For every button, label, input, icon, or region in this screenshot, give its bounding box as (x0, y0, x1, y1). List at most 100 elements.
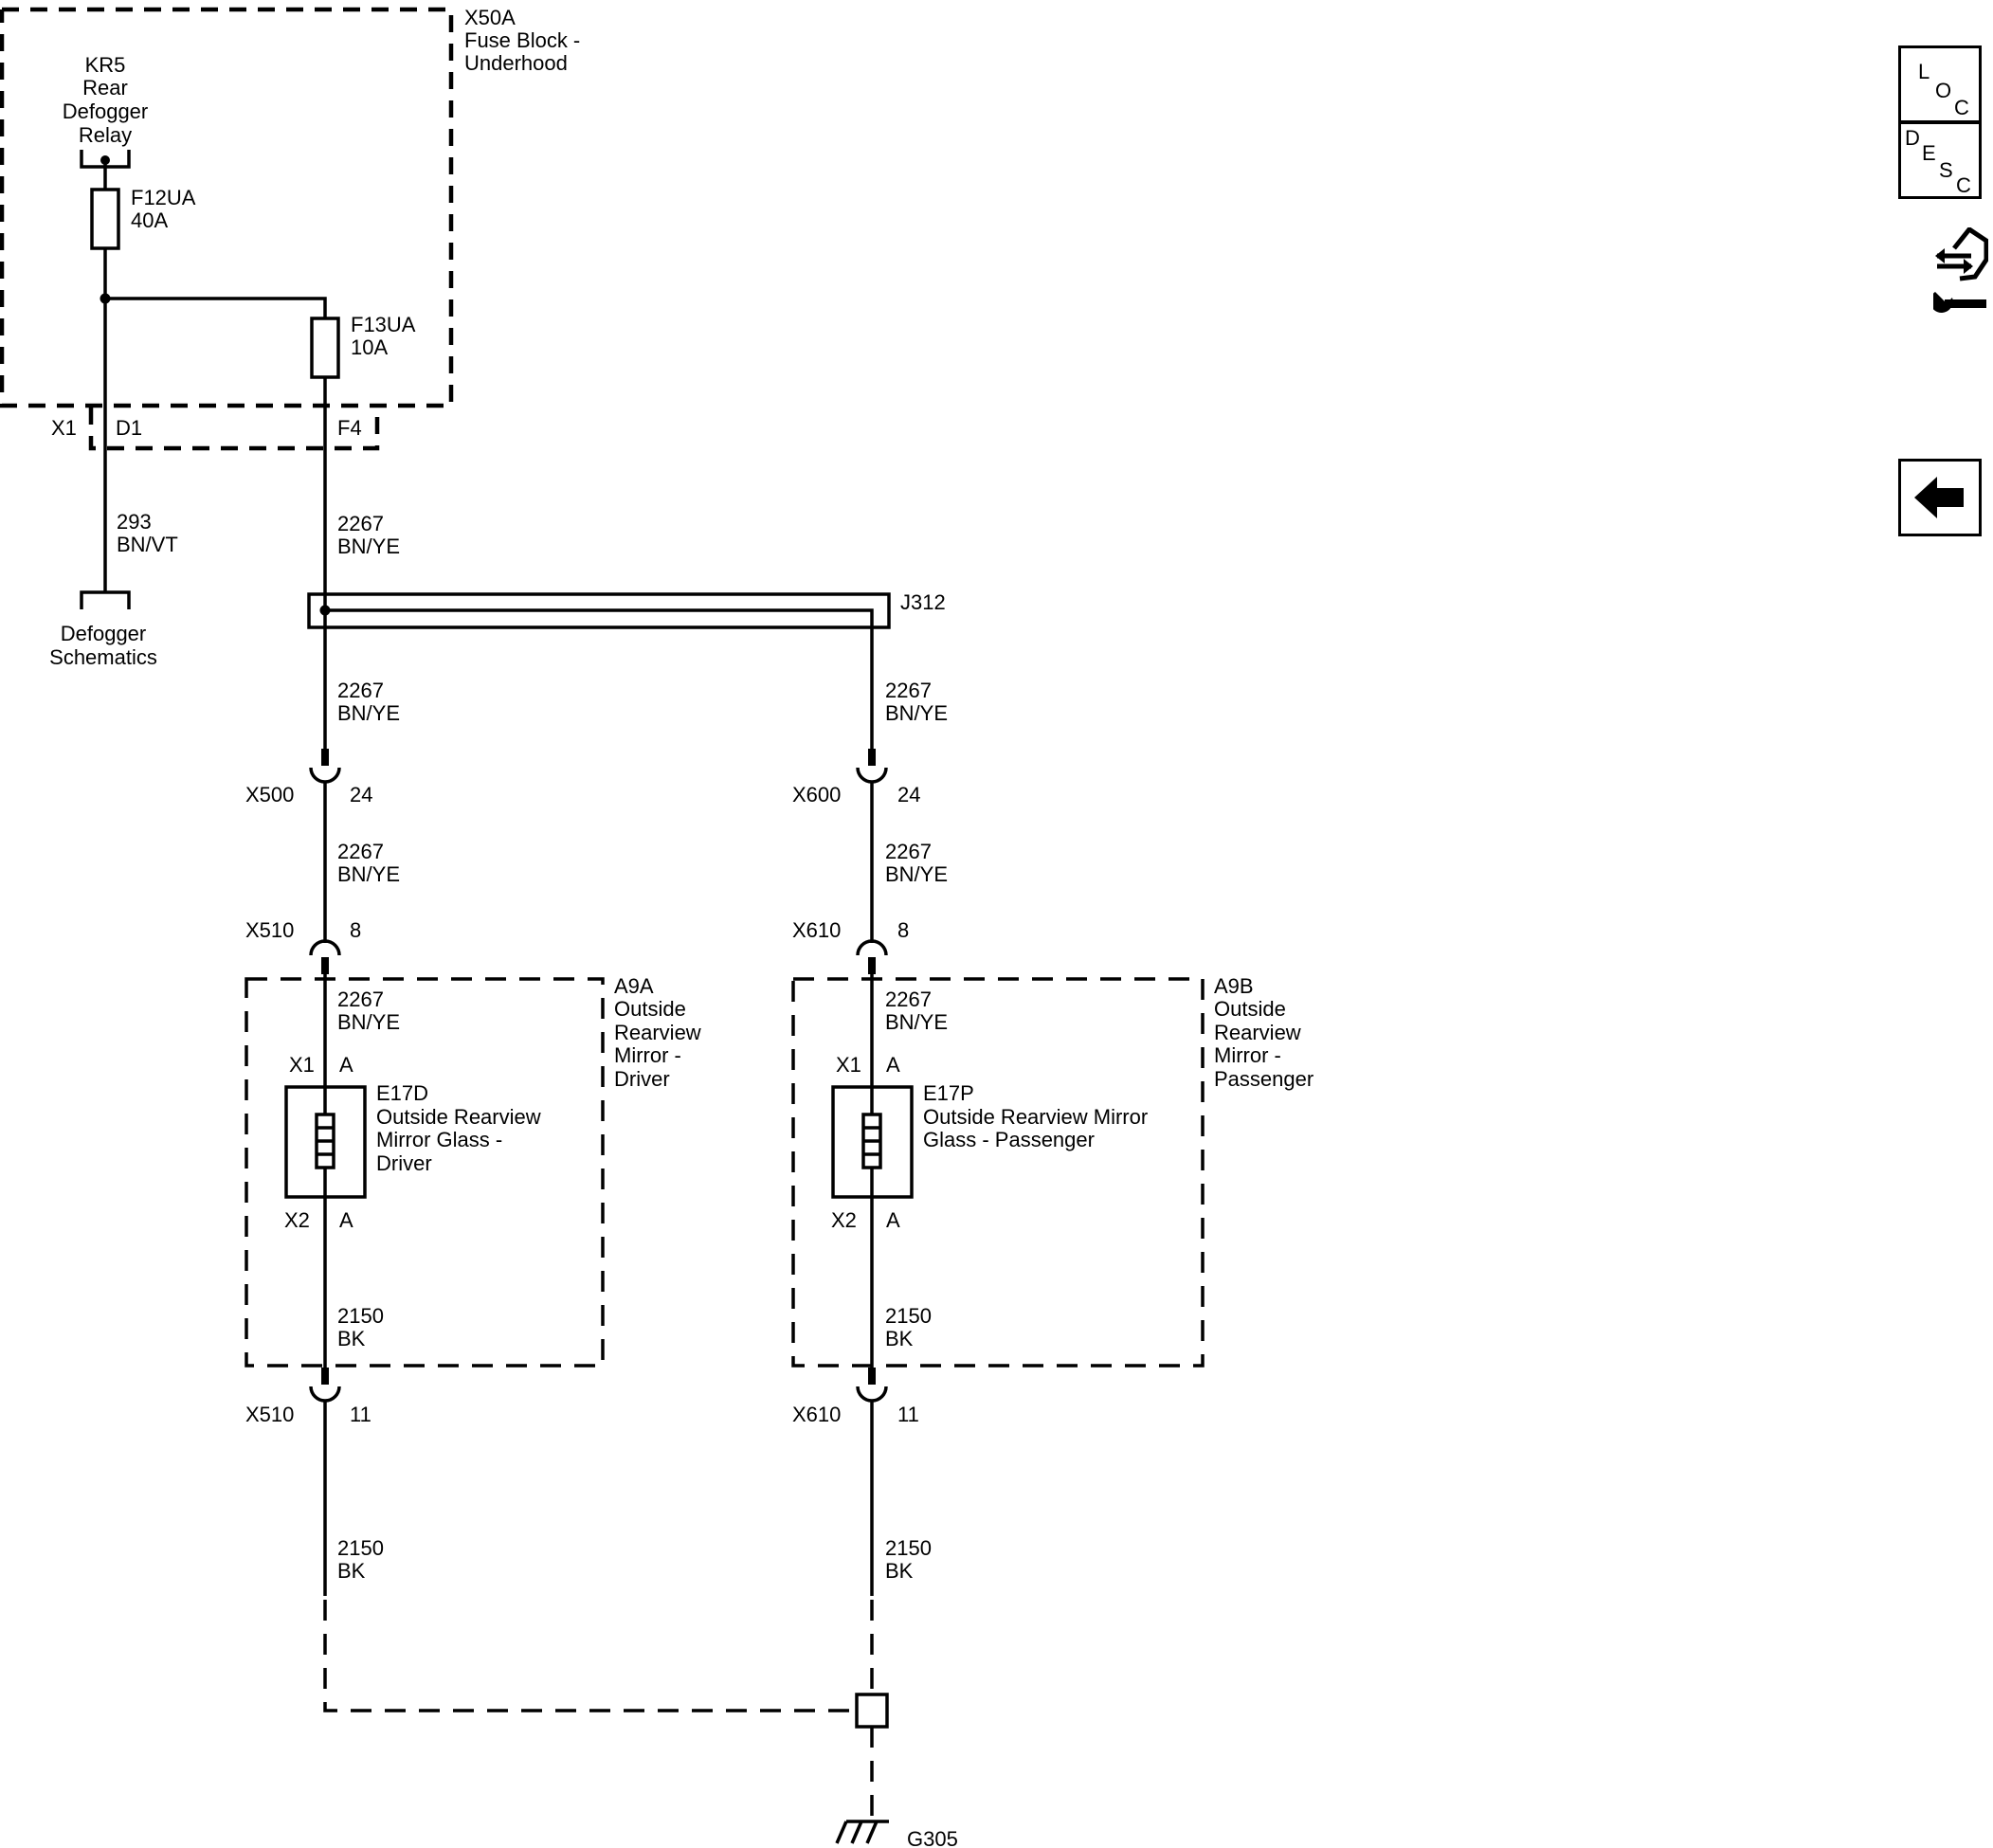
svg-text:Rearview: Rearview (1214, 1021, 1301, 1044)
svg-text:293: 293 (117, 510, 152, 534)
svg-text:A: A (339, 1208, 353, 1232)
description-button[interactable]: D E S C (1898, 121, 1982, 199)
svg-text:F13UA: F13UA (351, 313, 416, 336)
svg-text:BN/YE: BN/YE (885, 701, 948, 725)
mirror-glass-heater-e17p: E17P Outside Rearview Mirror Glass - Pas… (831, 1081, 1148, 1199)
svg-text:X50A: X50A (464, 6, 516, 29)
fuse-f13ua (310, 317, 340, 379)
desc-letter-e: E (1922, 141, 1936, 165)
svg-text:40A: 40A (131, 208, 168, 232)
svg-text:BN/YE: BN/YE (885, 862, 948, 886)
svg-text:8: 8 (897, 918, 909, 942)
connector-x600: X600 24 (792, 749, 920, 806)
defogger-reference-symbol (80, 590, 131, 609)
svg-text:Driver: Driver (614, 1067, 670, 1091)
svg-text:Fuse Block -: Fuse Block - (464, 28, 580, 52)
svg-text:X1: X1 (836, 1053, 861, 1077)
svg-text:BN/YE: BN/YE (337, 862, 400, 886)
svg-text:F12UA: F12UA (131, 186, 196, 209)
connector-x610-bottom: X610 11 (792, 1368, 919, 1426)
svg-text:2267: 2267 (885, 987, 932, 1011)
fuse-f12ua (90, 188, 120, 250)
svg-text:E17D: E17D (376, 1081, 428, 1105)
pin-d1: D1 (116, 416, 142, 440)
svg-text:2150: 2150 (885, 1304, 932, 1328)
svg-text:Glass - Passenger: Glass - Passenger (923, 1128, 1095, 1151)
back-button[interactable] (1898, 459, 1982, 536)
svg-text:BN/YE: BN/YE (337, 701, 400, 725)
svg-text:Passenger: Passenger (1214, 1067, 1314, 1091)
svg-text:2267: 2267 (337, 987, 384, 1011)
connector-wrench-icon[interactable] (1930, 226, 1989, 322)
svg-text:Mirror -: Mirror - (1214, 1043, 1281, 1067)
svg-text:Defogger: Defogger (63, 100, 149, 123)
svg-text:J312: J312 (900, 590, 946, 614)
svg-text:X510: X510 (245, 918, 294, 942)
svg-text:KR5: KR5 (85, 53, 126, 77)
relay-kr5: KR5 Rear Defogger Relay (63, 53, 149, 169)
connector-x510-top: X510 8 (245, 918, 361, 974)
svg-text:BK: BK (885, 1559, 914, 1583)
splice-j312: J312 (307, 590, 946, 758)
svg-text:X510: X510 (245, 1403, 294, 1426)
svg-text:X500: X500 (245, 783, 294, 806)
svg-text:A: A (339, 1053, 353, 1077)
svg-text:11: 11 (350, 1403, 371, 1426)
svg-text:Underhood: Underhood (464, 51, 568, 75)
svg-text:Outside Rearview: Outside Rearview (376, 1105, 541, 1129)
svg-text:2150: 2150 (337, 1536, 384, 1560)
svg-text:2267: 2267 (337, 840, 384, 863)
svg-text:A: A (886, 1208, 900, 1232)
connector-x610-top: X610 8 (792, 918, 909, 974)
svg-text:X2: X2 (284, 1208, 310, 1232)
svg-text:2150: 2150 (337, 1304, 384, 1328)
loc-letter-l: L (1918, 60, 1930, 83)
desc-letter-s: S (1939, 158, 1953, 182)
desc-letter-d: D (1905, 126, 1920, 150)
svg-text:2267: 2267 (885, 840, 932, 863)
svg-text:Driver: Driver (376, 1151, 432, 1175)
svg-text:A9B: A9B (1214, 974, 1254, 998)
svg-text:11: 11 (897, 1403, 919, 1426)
svg-text:BK: BK (885, 1327, 914, 1350)
svg-text:A: A (886, 1053, 900, 1077)
svg-text:X600: X600 (792, 783, 841, 806)
svg-text:Rear: Rear (82, 76, 128, 100)
svg-text:8: 8 (350, 918, 361, 942)
svg-text:BN/VT: BN/VT (117, 533, 178, 556)
pin-f4: F4 (337, 416, 362, 440)
svg-text:X610: X610 (792, 918, 841, 942)
svg-text:24: 24 (350, 783, 372, 806)
connector-x510-bottom: X510 11 (245, 1368, 371, 1426)
svg-text:G305: G305 (907, 1827, 958, 1848)
svg-text:Outside: Outside (1214, 997, 1286, 1021)
svg-text:10A: 10A (351, 335, 388, 359)
mirror-module-a9b: A9B Outside Rearview Mirror - Passenger (791, 974, 1314, 1368)
svg-text:2150: 2150 (885, 1536, 932, 1560)
svg-text:Mirror -: Mirror - (614, 1043, 681, 1067)
desc-letter-c: C (1956, 173, 1971, 197)
fuse-block-x50a: X50A Fuse Block - Underhood X1 D1 F4 (0, 6, 580, 451)
svg-text:BN/YE: BN/YE (337, 1010, 400, 1034)
svg-text:Rearview: Rearview (614, 1021, 701, 1044)
mirror-glass-heater-e17d: E17D Outside Rearview Mirror Glass - Dri… (284, 1081, 541, 1199)
svg-text:BN/YE: BN/YE (337, 534, 400, 558)
svg-text:Relay: Relay (79, 123, 132, 147)
svg-text:A9A: A9A (614, 974, 654, 998)
connector-x500: X500 24 (245, 749, 372, 806)
location-button[interactable]: L O C (1898, 45, 1982, 123)
svg-text:2267: 2267 (337, 512, 384, 535)
svg-text:BN/YE: BN/YE (885, 1010, 948, 1034)
loc-letter-o: O (1935, 79, 1952, 102)
svg-text:Schematics: Schematics (49, 645, 157, 669)
svg-text:Outside: Outside (614, 997, 686, 1021)
svg-text:Mirror Glass -: Mirror Glass - (376, 1128, 502, 1151)
loc-letter-c: C (1954, 96, 1969, 119)
svg-text:X610: X610 (792, 1403, 841, 1426)
mirror-module-a9a: A9A Outside Rearview Mirror - Driver (245, 974, 701, 1368)
svg-text:E17P: E17P (923, 1081, 974, 1105)
fuse-block-connector: X1 (51, 416, 77, 440)
svg-text:BK: BK (337, 1559, 366, 1583)
svg-text:X1: X1 (289, 1053, 315, 1077)
ground-symbol-g305: G305 (835, 1820, 958, 1848)
